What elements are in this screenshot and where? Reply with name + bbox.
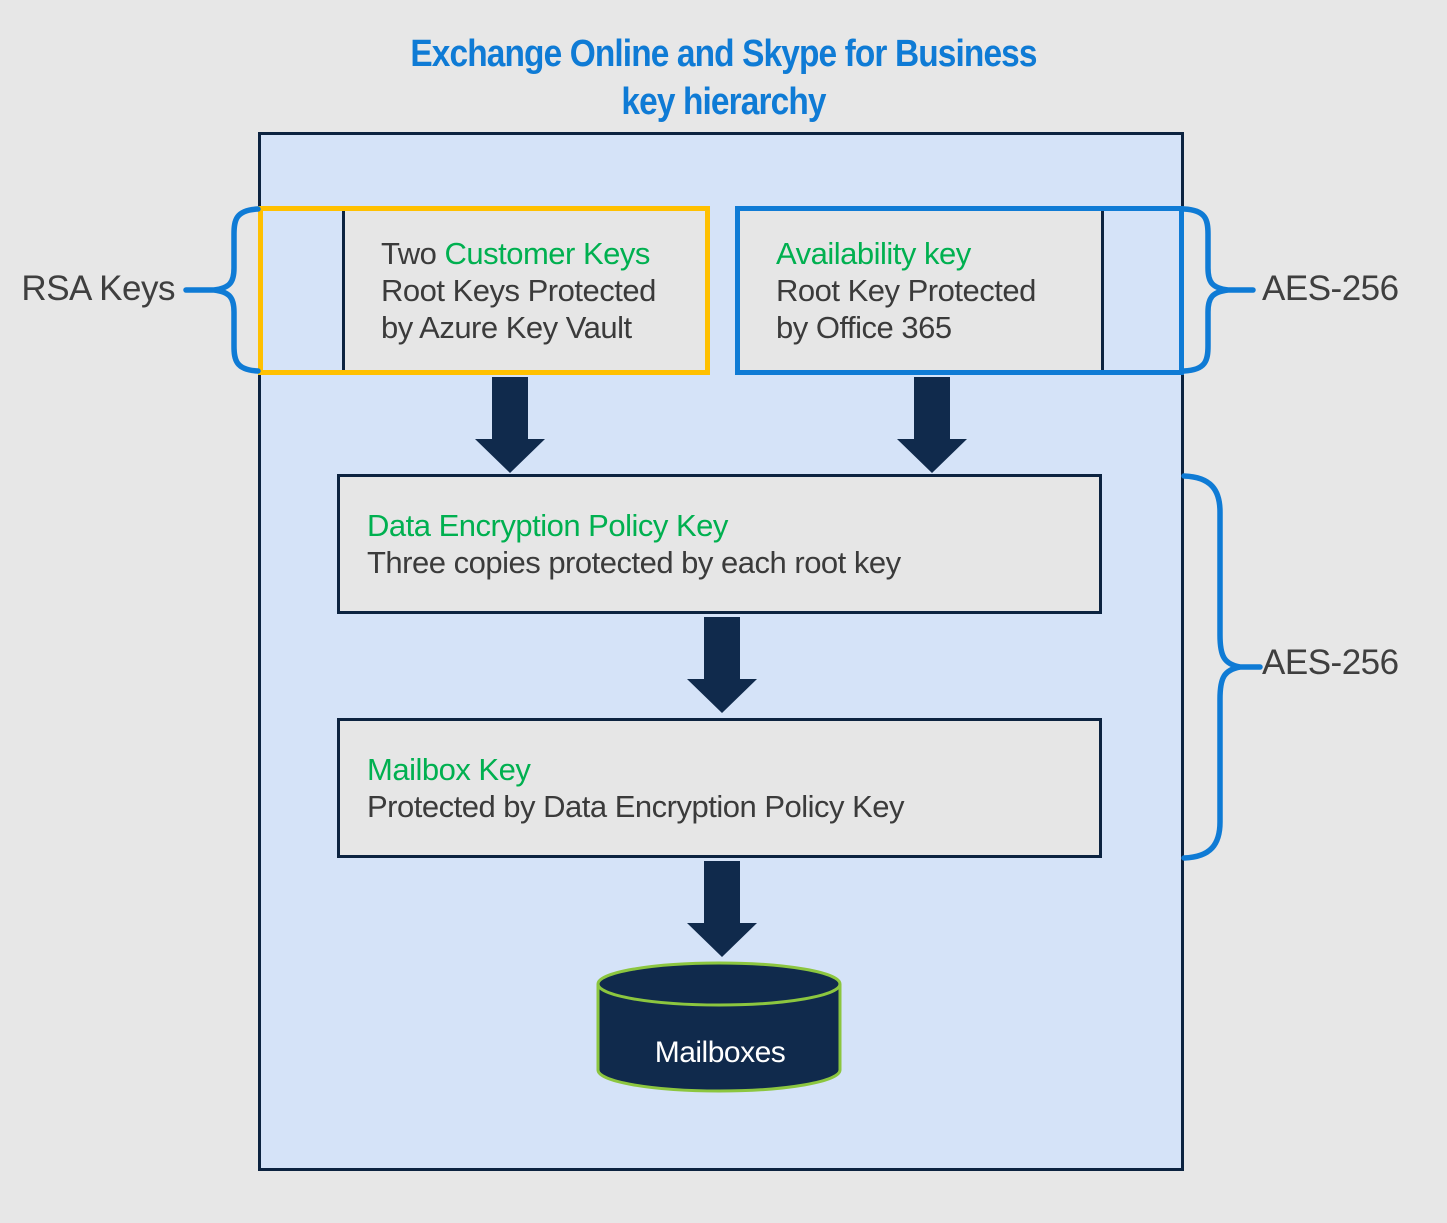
mailboxes-label: Mailboxes — [654, 1036, 786, 1069]
mailboxes-cylinder — [596, 961, 842, 1093]
customer-keys-content: Two Customer Keys Root Keys Protected by… — [345, 211, 705, 370]
customer-keys-highlight: Customer Keys — [444, 236, 650, 271]
customer-keys-prefix: Two — [381, 236, 445, 271]
customer-keys-divider — [342, 211, 345, 370]
customer-keys-line2: Root Keys Protected — [381, 273, 656, 308]
mailbox-key-highlight: Mailbox Key — [367, 752, 531, 787]
down-arrow-icon — [687, 861, 757, 957]
down-arrow-icon — [897, 377, 967, 473]
customer-keys-line3: by Azure Key Vault — [381, 310, 632, 345]
availability-key-box: Availability key Root Key Protected by O… — [735, 206, 1184, 375]
mailbox-key-box: Mailbox Key Protected by Data Encryption… — [337, 718, 1102, 858]
title-line-1: Exchange Online and Skype for Business — [410, 33, 1037, 75]
availability-key-highlight: Availability key — [776, 236, 971, 271]
down-arrow-icon — [475, 377, 545, 473]
dep-key-highlight: Data Encryption Policy Key — [367, 508, 728, 543]
customer-keys-title-line: Two Customer Keys — [381, 235, 705, 272]
right-brace-top-icon — [1181, 206, 1256, 374]
title-line-2: key hierarchy — [621, 81, 826, 123]
aes256-root-label: AES-256 — [1262, 269, 1399, 308]
mailbox-key-line2: Protected by Data Encryption Policy Key — [367, 789, 905, 824]
right-brace-bottom-icon — [1181, 473, 1263, 861]
down-arrow-icon — [687, 617, 757, 713]
availability-key-line3: by Office 365 — [776, 310, 952, 345]
rsa-keys-label: RSA Keys — [21, 269, 175, 308]
left-brace-icon — [183, 206, 261, 374]
customer-keys-box: Two Customer Keys Root Keys Protected by… — [258, 206, 710, 375]
aes256-data-label: AES-256 — [1262, 643, 1399, 682]
availability-key-line2: Root Key Protected — [776, 273, 1036, 308]
availability-key-content: Availability key Root Key Protected by O… — [740, 211, 1101, 370]
availability-key-divider — [1101, 211, 1104, 370]
diagram-title: Exchange Online and Skype for Business k… — [87, 30, 1360, 126]
dep-key-line2: Three copies protected by each root key — [367, 545, 901, 580]
customer-keys-left-strip — [263, 211, 342, 370]
data-encryption-policy-key-box: Data Encryption Policy Key Three copies … — [337, 474, 1102, 614]
availability-key-right-strip — [1104, 211, 1179, 370]
